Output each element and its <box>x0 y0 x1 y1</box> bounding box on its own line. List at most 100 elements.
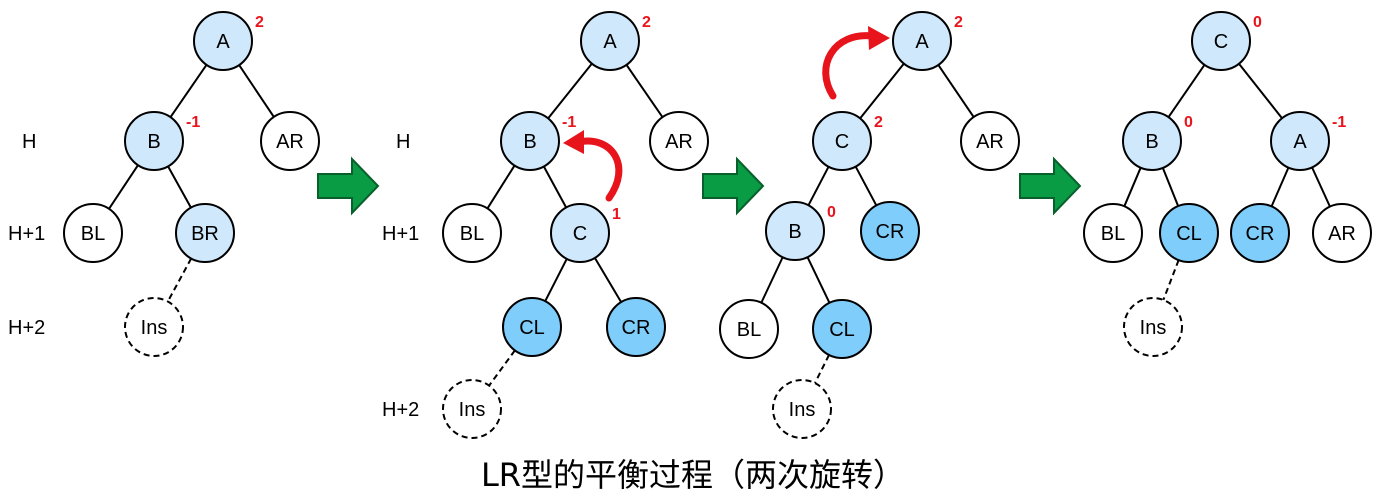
stage2-node-bl <box>442 203 502 263</box>
stage3-edge-cl-ins <box>814 354 830 384</box>
stage3-edge-c-b <box>807 166 830 206</box>
stage2-level-label: H+2 <box>382 399 419 421</box>
stage4-node-ins <box>1123 297 1183 357</box>
stage2-edge-b-c <box>542 166 568 208</box>
stage1-node-bl-label: BL <box>81 223 105 245</box>
right-arrow-icon-2 <box>702 156 765 216</box>
stage4-node-a-label: A <box>1293 131 1307 153</box>
stage1-node-ar-label: AR <box>276 131 304 153</box>
stage4-edge-a-cr <box>1270 167 1290 207</box>
stage1-level-label: H+2 <box>8 317 45 339</box>
stage1-node-ar <box>260 111 320 171</box>
right-arrow-icon-1 <box>317 156 380 216</box>
stage3-node-ar-label: AR <box>976 131 1004 153</box>
stage3-edge-a-ar <box>937 64 975 118</box>
stage4-node-cl-label: CL <box>1176 223 1202 245</box>
stage4-node-a-balance-factor: -1 <box>1332 114 1346 131</box>
stage4-node-ar-label: AR <box>1328 223 1356 245</box>
stage3-node-b-balance-factor: 0 <box>827 204 836 221</box>
stage1-node-bl <box>63 203 123 263</box>
rotate-arrow-icon-1-head <box>563 130 584 154</box>
stage1-node-a <box>193 11 253 71</box>
stage1-node-br <box>175 203 235 263</box>
rotate-arrow-icon-2 <box>822 32 876 100</box>
stage4-node-b-label: B <box>1145 131 1158 153</box>
stage2-edge-c-cl <box>544 258 568 302</box>
stage3-node-cr <box>860 201 920 261</box>
stage2-node-c-balance-factor: 1 <box>612 206 621 223</box>
stage3-edge-b-bl <box>760 256 784 304</box>
stage4-edge-cl-ins <box>1162 259 1180 301</box>
stage2-node-cr <box>606 297 666 357</box>
stage2-node-c-label: C <box>573 223 587 245</box>
stage2-edge-a-b <box>547 63 593 119</box>
stage3-edge-a-c <box>859 63 905 119</box>
stage3-edge-b-cl <box>806 256 831 304</box>
stage4-node-b <box>1122 111 1182 171</box>
stage1-edge-br-ins <box>166 258 193 302</box>
stage1-node-b-label: B <box>147 131 160 153</box>
stage2-level-label: H <box>396 131 410 153</box>
stage4-edge-a-ar <box>1311 166 1331 208</box>
rotate-arrow-icon-1 <box>574 137 623 202</box>
stage2-edge-cl-ins <box>488 349 516 387</box>
stage2-node-cr-label: CR <box>622 317 651 339</box>
stage3-node-cr-label: CR <box>876 221 905 243</box>
stage2-node-b-label: B <box>523 131 536 153</box>
stage4-node-c <box>1191 11 1251 71</box>
stage2-node-ar <box>649 111 709 171</box>
stage1-edge-b-bl <box>108 164 139 210</box>
stage1-node-b-balance-factor: -1 <box>186 114 200 131</box>
stage2-node-ar-label: AR <box>665 131 693 153</box>
stage3-node-ins-label: Ins <box>789 399 816 421</box>
stage2-node-a-balance-factor: 2 <box>642 14 651 31</box>
stage4-node-ins-label: Ins <box>1140 317 1167 339</box>
stage4-node-cr-label: CR <box>1246 223 1275 245</box>
stage2-node-b <box>500 111 560 171</box>
stage2-edge-c-cr <box>593 257 623 303</box>
stage4-node-bl <box>1083 203 1143 263</box>
stage1-level-label: H+1 <box>8 223 45 245</box>
stage1-node-a-balance-factor: 2 <box>255 14 264 31</box>
stage3-node-cl <box>812 299 872 359</box>
stage3-node-b-label: B <box>788 221 801 243</box>
stage3-edge-c-cr <box>854 166 878 206</box>
stage4-edge-c-b <box>1167 64 1206 118</box>
stage2-node-cl-label: CL <box>519 317 545 339</box>
stage1-edge-b-br <box>167 165 192 209</box>
stage4-edge-b-bl <box>1123 167 1142 207</box>
stage2-edge-b-bl <box>486 164 516 210</box>
stage2-node-a-label: A <box>603 31 617 53</box>
stage3-node-c-balance-factor: 2 <box>874 114 883 131</box>
stage1-node-ins <box>124 297 184 357</box>
stage3-node-bl <box>719 299 779 359</box>
stage4-node-b-balance-factor: 0 <box>1184 114 1193 131</box>
stage1-edge-a-b <box>169 64 208 118</box>
stage3-node-c <box>812 111 872 171</box>
stage1-node-br-label: BR <box>191 223 219 245</box>
stage4-node-c-label: C <box>1214 31 1228 53</box>
stage3-node-a <box>892 11 952 71</box>
stage3-node-cl-label: CL <box>829 319 855 341</box>
stage2-edge-a-ar <box>625 64 664 118</box>
stage2-node-c <box>550 203 610 263</box>
stage2-node-b-balance-factor: -1 <box>562 114 576 131</box>
stage4-node-a <box>1270 111 1330 171</box>
stage3-node-ar <box>960 111 1020 171</box>
stage2-node-bl-label: BL <box>460 223 484 245</box>
stage1-level-label: H <box>22 131 36 153</box>
stage4-node-cl <box>1159 203 1219 263</box>
stage3-node-a-label: A <box>915 31 929 53</box>
stage3-node-c-label: C <box>835 131 849 153</box>
stage2-node-ins <box>442 379 502 439</box>
stage1-node-a-label: A <box>216 31 230 53</box>
right-arrow-icon-3 <box>1019 156 1082 216</box>
stage4-edge-b-cl <box>1161 167 1180 207</box>
stage3-node-b <box>765 201 825 261</box>
stage3-node-a-balance-factor: 2 <box>954 14 963 31</box>
stage1-node-ins-label: Ins <box>141 317 168 339</box>
stage3-node-bl-label: BL <box>737 319 761 341</box>
stage4-edge-c-a <box>1238 63 1283 119</box>
stage2-node-cl <box>502 297 562 357</box>
